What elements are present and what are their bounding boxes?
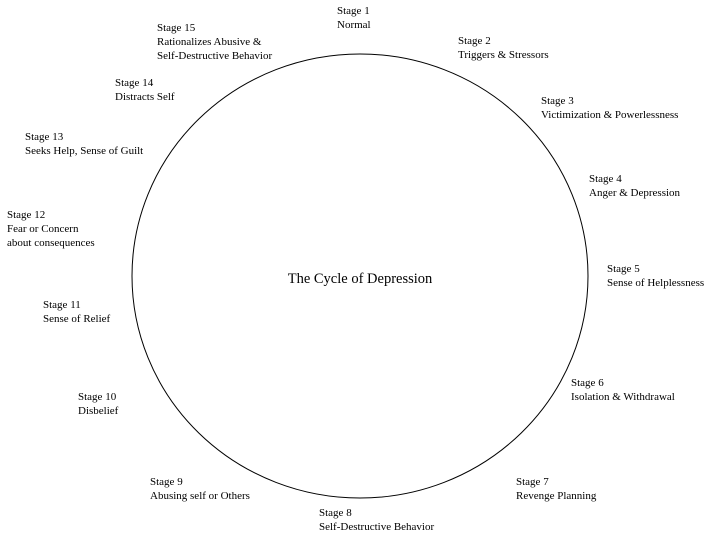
stage-7-description: Revenge Planning — [516, 490, 597, 502]
stage-12-description-line-2: about consequences — [7, 237, 95, 249]
stage-7: Stage 7 Revenge Planning — [516, 475, 596, 503]
stage-11: Stage 11 Sense of Relief — [43, 298, 110, 326]
stage-1-label: Stage 1 — [337, 5, 370, 17]
stage-6-label: Stage 6 — [571, 377, 604, 389]
stage-6-description: Isolation & Withdrawal — [571, 391, 675, 403]
stage-9-description: Abusing self or Others — [150, 490, 250, 502]
stage-10: Stage 10 Disbelief — [78, 390, 118, 418]
stage-9: Stage 9 Abusing self or Others — [150, 475, 250, 503]
stage-4-description: Anger & Depression — [589, 187, 681, 199]
stage-11-label: Stage 11 — [43, 299, 81, 311]
stage-3: Stage 3 Victimization & Powerlessness — [541, 94, 678, 122]
stage-5-label: Stage 5 — [607, 263, 640, 275]
stage-5-description: Sense of Helplessness — [607, 277, 705, 289]
stage-11-description: Sense of Relief — [43, 313, 111, 325]
stage-15-description: Rationalizes Abusive & — [157, 36, 262, 48]
stage-14-description: Distracts Self — [115, 91, 175, 103]
stage-10-label: Stage 10 — [78, 391, 117, 403]
stage-14-label: Stage 14 — [115, 77, 154, 89]
stage-7-label: Stage 7 — [516, 476, 549, 488]
stage-12-description: Fear or Concern — [7, 223, 79, 235]
stage-15-label: Stage 15 — [157, 22, 196, 34]
stage-1: Stage 1 Normal — [337, 4, 371, 32]
stage-4-label: Stage 4 — [589, 173, 622, 185]
stage-8-description: Self-Destructive Behavior — [319, 521, 435, 533]
cycle-circle — [131, 53, 589, 499]
stage-13-description: Seeks Help, Sense of Guilt — [25, 145, 144, 157]
stage-6: Stage 6 Isolation & Withdrawal — [571, 376, 675, 404]
stage-2-description: Triggers & Stressors — [458, 49, 549, 61]
stage-3-label: Stage 3 — [541, 95, 574, 107]
stage-12-label: Stage 12 — [7, 209, 46, 221]
stage-3-description: Victimization & Powerlessness — [541, 109, 679, 121]
stage-1-description: Normal — [337, 19, 371, 31]
stage-12: Stage 12 Fear or Concern about consequen… — [7, 208, 95, 250]
stage-14: Stage 14 Distracts Self — [115, 76, 175, 104]
stage-8: Stage 8 Self-Destructive Behavior — [319, 506, 434, 534]
stage-15: Stage 15 Rationalizes Abusive & Self-Des… — [157, 21, 272, 63]
stage-13-label: Stage 13 — [25, 131, 64, 143]
stage-15-description-line-2: Self-Destructive Behavior — [157, 50, 273, 62]
diagram-title: The Cycle of Depression — [287, 271, 433, 287]
stage-2: Stage 2 Triggers & Stressors — [458, 34, 549, 62]
stage-13: Stage 13 Seeks Help, Sense of Guilt — [25, 130, 143, 158]
stage-2-label: Stage 2 — [458, 35, 491, 47]
stage-9-label: Stage 9 — [150, 476, 183, 488]
stage-10-description: Disbelief — [78, 405, 119, 417]
stage-8-label: Stage 8 — [319, 507, 352, 519]
stage-4: Stage 4 Anger & Depression — [589, 172, 680, 200]
stage-5: Stage 5 Sense of Helplessness — [607, 262, 704, 290]
